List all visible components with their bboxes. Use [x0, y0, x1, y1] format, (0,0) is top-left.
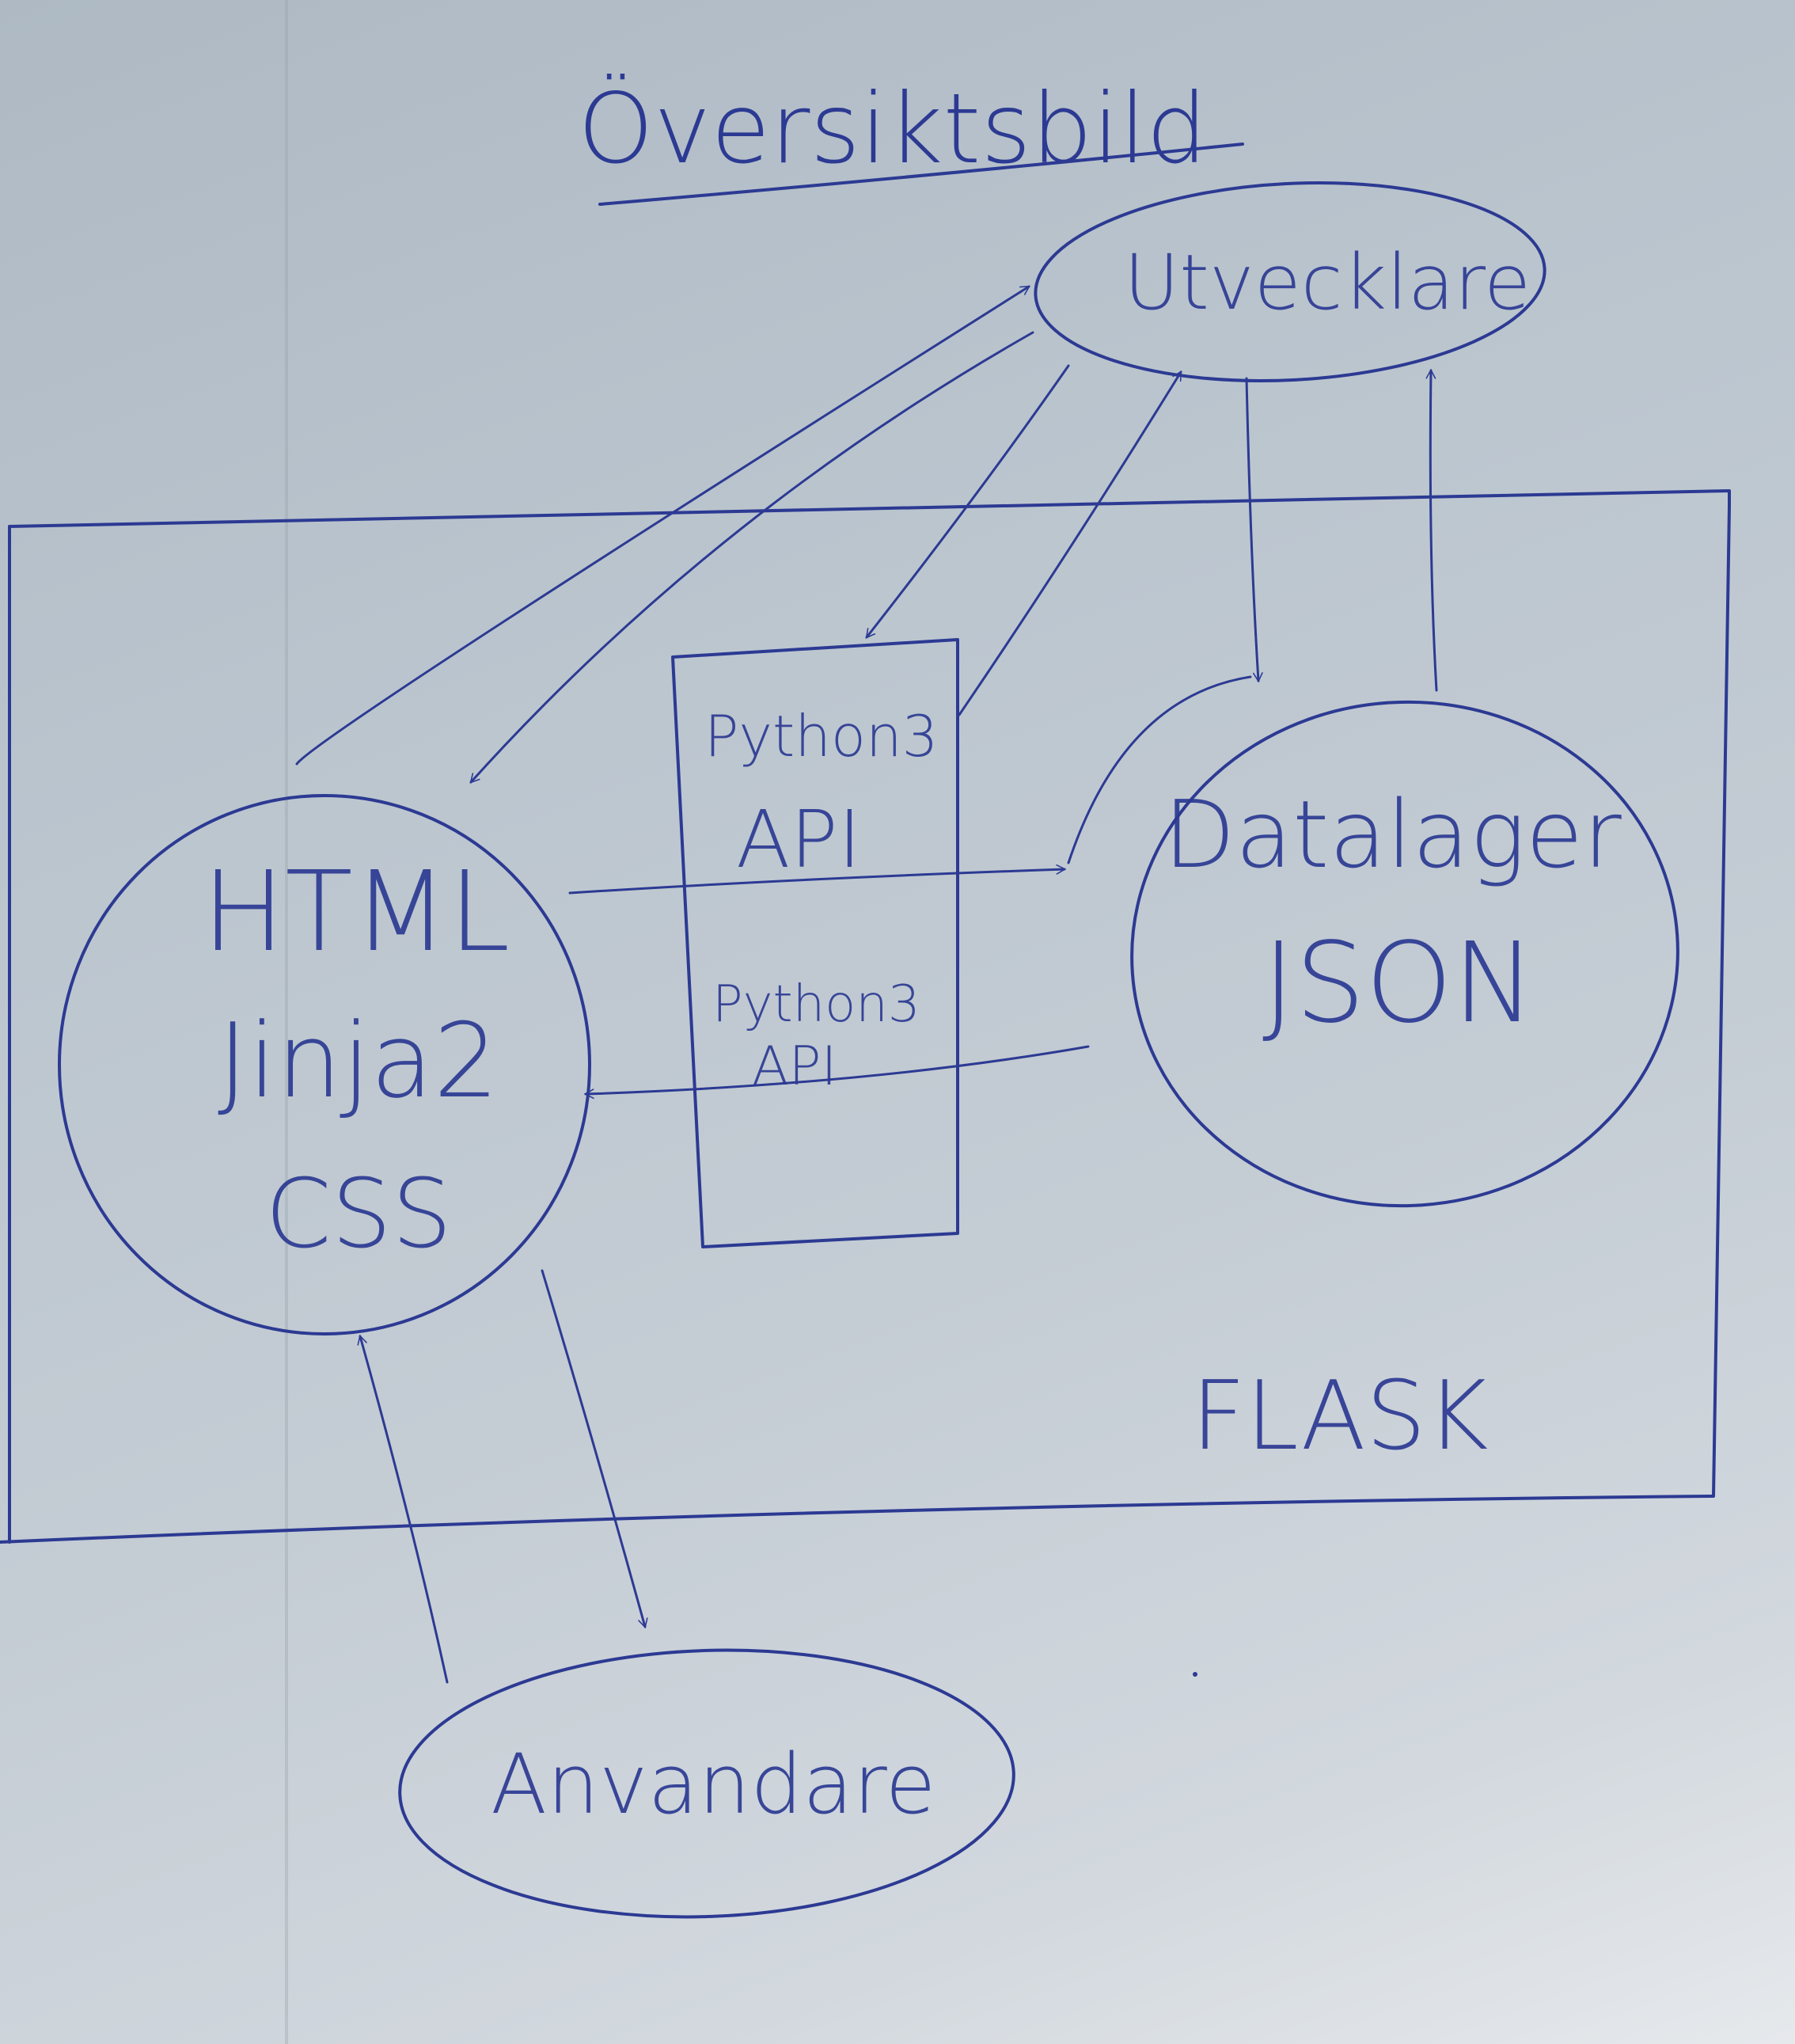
flask-container: [0, 489, 1731, 1544]
api-bottom-line2: API: [752, 1035, 837, 1098]
user-label: Anvandare: [491, 1736, 935, 1833]
api-top-line1: Python3: [704, 703, 938, 769]
title-underline: [598, 142, 1244, 206]
api-box: [671, 638, 959, 1248]
diagram-title: Översiktsbild: [578, 73, 1208, 185]
datastore-line1: Datalager: [1163, 780, 1622, 889]
arrow-developer-to-datastore: [1245, 377, 1263, 683]
arrow-datastore-to-frontend: [583, 1045, 1090, 1100]
ink-dot: [1193, 1672, 1197, 1677]
datastore-scribble: [1067, 675, 1252, 864]
arrow-developer-to-frontend: [469, 331, 1034, 784]
datastore-line2: JSON: [1262, 919, 1535, 1048]
arrow-developer-to-api: [865, 364, 1070, 639]
developer-label: Utvecklare: [1124, 238, 1531, 327]
arrow-frontend-to-user: [541, 1269, 648, 1629]
frontend-line3: CSS: [265, 1160, 452, 1270]
arrow-frontend-to-developer: [295, 285, 1030, 766]
datastore-node: [1130, 700, 1679, 1208]
developer-node: [1034, 181, 1546, 382]
arrow-frontend-to-datastore: [568, 864, 1067, 895]
flask-label: FLASK: [1191, 1362, 1489, 1472]
arrow-datastore-to-developer: [1425, 368, 1438, 692]
api-bottom-line1: Python3: [712, 975, 920, 1034]
paper-fold: [285, 0, 288, 2044]
frontend-node: [58, 794, 591, 1335]
frontend-line2: Jinja2: [218, 1001, 499, 1121]
arrow-user-to-frontend: [357, 1334, 449, 1684]
arrow-api-to-developer: [958, 370, 1182, 716]
api-top-line2: API: [736, 793, 861, 886]
user-node: [398, 1648, 1015, 1919]
frontend-line1: HTML: [202, 848, 510, 977]
